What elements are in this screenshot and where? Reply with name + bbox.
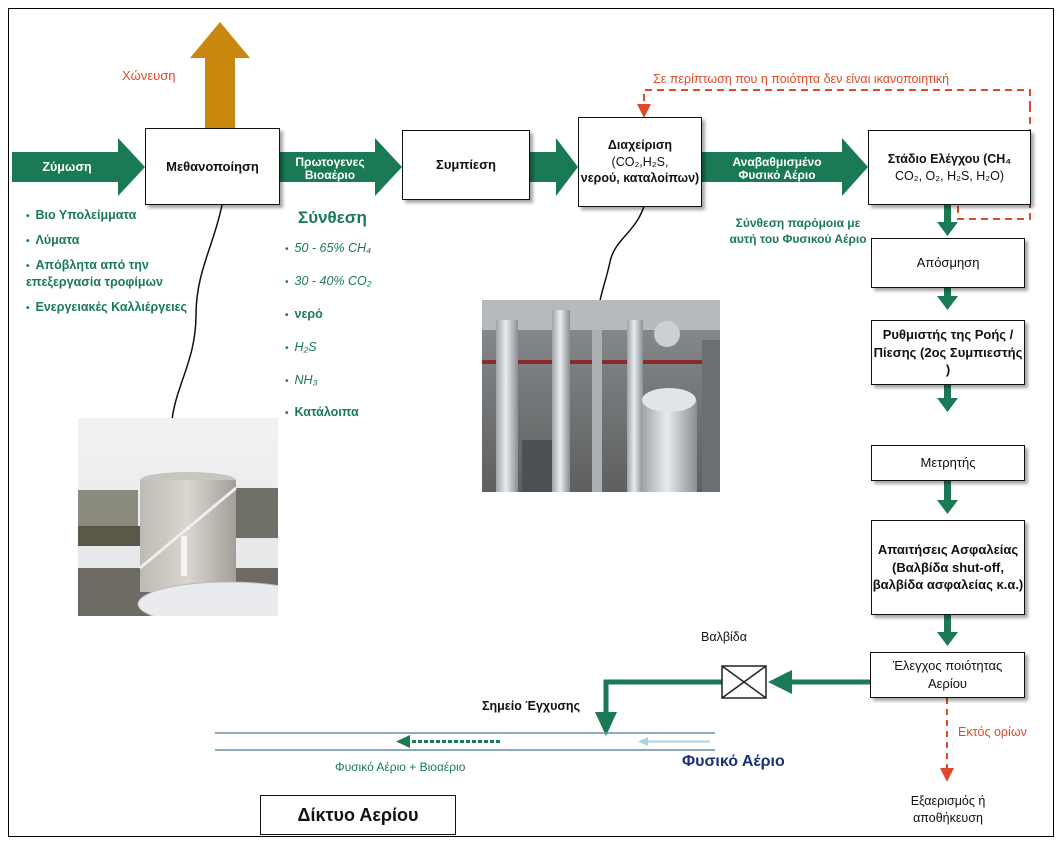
valve-label: Βαλβίδα [701, 630, 747, 644]
composition-item: •Κατάλοιπα [285, 405, 359, 420]
control-line2: CO₂, O₂, H₂S, H₂O) [895, 168, 1004, 183]
feedstock-list: •Βιο Υπολείμματα •Λύματα •Απόβλητα από τ… [26, 207, 206, 323]
regulator-line2: Πίεσης (2ος Συμπιεστής ) [873, 344, 1023, 378]
upgraded-line2: Φυσικό Αέριο [738, 168, 816, 183]
gas-network-pipe [215, 732, 715, 751]
composition-item: •H₂S [285, 339, 317, 354]
raw-biogas-label: Πρωτογενες Βιοαέριο [284, 155, 376, 183]
meter-box: Μετρητής [871, 445, 1025, 481]
digestion-label: Χώνευση [122, 68, 176, 83]
plant-callout-line [599, 205, 645, 302]
arrow-to-management [530, 138, 578, 196]
regulator-line1: Ρυθμιστής της Ροής / [882, 327, 1014, 343]
flow-regulator-box: Ρυθμιστής της Ροής / Πίεσης (2ος Συμπιεσ… [871, 320, 1025, 385]
deodorization-box: Απόσμηση [871, 238, 1025, 288]
raw-biogas-line1: Πρωτογενες [295, 155, 365, 169]
safety-line2: (Βαλβίδα shut-off, [892, 559, 1004, 575]
quality-line1: Έλεγχος ποιότητας [892, 658, 1003, 674]
digestion-arrow [190, 22, 250, 128]
feedback-start [957, 108, 1031, 220]
similar-composition-note: Σύνθεση παρόμοια με αυτή του Φυσικού Αέρ… [729, 216, 867, 247]
venting-label: Εξαερισμός ή αποθήκευση [910, 794, 986, 825]
diagram-frame [8, 8, 1054, 837]
digester-tank-photo [78, 418, 278, 616]
arrow-raw-biogas [280, 138, 402, 196]
upgraded-line1: Αναβαθμισμένο [732, 155, 822, 169]
composition-list: •50 - 65% CH₄ •30 - 40% CO₂ •νερό •H₂S •… [285, 240, 405, 437]
composition-item: •NH₃ [285, 372, 318, 387]
composition-item: •νερό [285, 306, 323, 321]
methanation-box: Μεθανοποίηση [145, 128, 280, 205]
quality-control-box: Έλεγχος ποιότητας Αερίου [870, 652, 1025, 698]
arrow-upgraded-gas [702, 138, 868, 196]
safety-requirements-box: Απαιτήσεις Ασφαλείας (Βαλβίδα shut-off, … [871, 520, 1025, 615]
feedstock-item: •Ενεργειακές Καλλιέργειες [26, 299, 188, 314]
control-stage-box: Στάδιο Ελέγχου (CH₄ CO₂, O₂, H₂S, H₂O) [868, 130, 1031, 205]
management-line1: Διαχείριση [607, 137, 673, 152]
vertical-flow-arrows [937, 205, 958, 646]
composition-item: •50 - 65% CH₄ [285, 241, 372, 255]
feedstock-item: •Λύματα [26, 232, 80, 247]
management-box: Διαχείριση (CO₂,H₂S, νερού, καταλοίπων) [578, 117, 702, 207]
mixture-label: Φυσικό Αέριο + Βιοαέριο [335, 760, 466, 774]
feedstock-item: •Απόβλητα από την επεξεργασία τροφίμων [26, 257, 164, 289]
safety-line1: Απαιτήσεις Ασφαλείας [877, 542, 1019, 558]
natural-gas-label: Φυσικό Αέριο [682, 753, 785, 770]
feedstock-item: •Βιο Υπολείμματα [26, 208, 137, 222]
composition-title: Σύνθεση [298, 208, 367, 227]
management-line3: νερού, καταλοίπων) [580, 171, 700, 186]
upgraded-gas-label: Αναβαθμισμένο Φυσικό Αέριο [722, 155, 832, 183]
raw-biogas-line2: Βιοαέριο [304, 168, 356, 183]
out-of-limits-label: Εκτός ορίων [958, 725, 1027, 739]
injection-down-arrowhead [595, 712, 617, 736]
compression-box: Συμπίεση [402, 130, 530, 200]
composition-item: •30 - 40% CO₂ [285, 273, 372, 288]
safety-line3: βαλβίδα ασφαλείας κ.α.) [872, 577, 1024, 593]
tank-callout-line [171, 204, 223, 421]
control-line1: Στάδιο Ελέγχου (CH₄ [887, 151, 1012, 166]
arrow-fermentation [12, 138, 145, 196]
valve-symbol [721, 665, 767, 699]
injection-pipe-2 [603, 679, 722, 716]
injection-point-label: Σημείο Έγχυσης [482, 699, 581, 713]
injection-arrowhead [768, 670, 792, 694]
quality-line2: Αερίου [927, 676, 968, 691]
upgrading-plant-photo [482, 300, 720, 492]
gas-network-box: Δίκτυο Αερίου [260, 795, 456, 835]
management-line2: (CO₂,H₂S, [611, 154, 669, 169]
fermentation-label: Ζύμωση [42, 160, 92, 174]
feedback-loop [637, 89, 1031, 118]
feedback-note: Σε περίπτωση που η ποιότητα δεν είναι ικ… [653, 72, 950, 86]
